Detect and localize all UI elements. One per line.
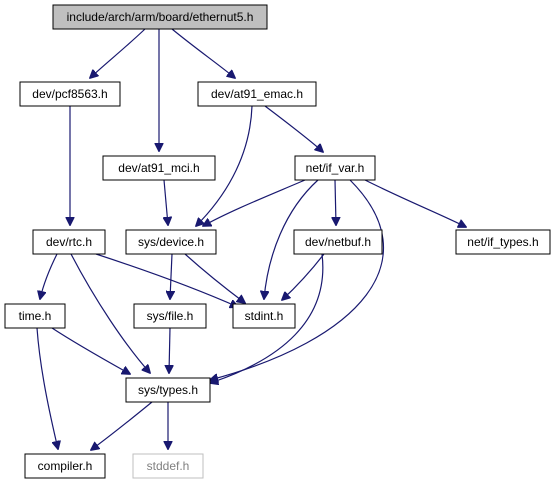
node-label-if_var: net/if_var.h [306, 161, 365, 175]
node-device[interactable]: sys/device.h [125, 229, 217, 255]
node-box-if_var [294, 155, 376, 181]
node-at91_emac[interactable]: dev/at91_emac.h [197, 81, 317, 107]
node-label-compiler: compiler.h [38, 459, 93, 473]
edge-if_var-to-if_types [364, 179, 466, 227]
edge-netbuf-to-types [210, 253, 324, 383]
node-stddef[interactable]: stddef.h [132, 453, 204, 479]
node-box-if_types [455, 229, 551, 255]
node-box-file [133, 303, 207, 329]
node-box-pcf8563 [19, 81, 121, 107]
edge-rtc-to-time [40, 253, 58, 299]
node-box-netbuf [293, 229, 383, 255]
node-label-stdint: stdint.h [245, 309, 284, 323]
node-box-time [4, 303, 66, 329]
node-time[interactable]: time.h [4, 303, 66, 329]
node-label-ethernut5: include/arch/arm/board/ethernut5.h [67, 10, 254, 24]
node-pcf8563[interactable]: dev/pcf8563.h [19, 81, 121, 107]
edge-rtc-to-types [70, 253, 150, 373]
edge-at91_emac-to-if_var [264, 105, 323, 152]
node-box-stddef [132, 453, 204, 479]
node-label-at91_emac: dev/at91_emac.h [211, 87, 303, 101]
node-box-types [125, 377, 211, 403]
edge-at91_mci-to-device [164, 179, 168, 225]
edge-time-to-types [51, 327, 130, 374]
node-label-rtc: dev/rtc.h [46, 235, 92, 249]
edge-file-to-types [169, 327, 170, 373]
node-file[interactable]: sys/file.h [133, 303, 207, 329]
node-label-netbuf: dev/netbuf.h [305, 235, 371, 249]
node-box-device [125, 229, 217, 255]
edge-ethernut5-to-at91_emac [171, 28, 235, 78]
node-rtc[interactable]: dev/rtc.h [32, 229, 106, 255]
edge-at91_emac-to-device [196, 105, 253, 226]
node-stdint[interactable]: stdint.h [232, 303, 296, 329]
edge-ethernut5-to-pcf8563 [90, 28, 146, 78]
node-label-types: sys/types.h [138, 383, 198, 397]
node-label-if_types: net/if_types.h [467, 235, 538, 249]
edge-time-to-compiler [36, 327, 58, 449]
node-if_types[interactable]: net/if_types.h [455, 229, 551, 255]
node-box-ethernut5 [52, 4, 268, 30]
node-label-file: sys/file.h [147, 309, 194, 323]
node-label-stddef: stddef.h [147, 459, 190, 473]
node-netbuf[interactable]: dev/netbuf.h [293, 229, 383, 255]
edge-if_var-to-types [210, 179, 384, 380]
edge-types-to-compiler [91, 401, 153, 450]
node-ethernut5[interactable]: include/arch/arm/board/ethernut5.h [52, 4, 268, 30]
node-box-at91_emac [197, 81, 317, 107]
node-box-at91_mci [102, 155, 216, 181]
node-compiler[interactable]: compiler.h [24, 453, 106, 479]
edge-if_var-to-device [203, 179, 306, 226]
node-if_var[interactable]: net/if_var.h [294, 155, 376, 181]
node-at91_mci[interactable]: dev/at91_mci.h [102, 155, 216, 181]
node-label-time: time.h [19, 309, 52, 323]
edge-device-to-file [170, 253, 172, 299]
node-label-at91_mci: dev/at91_mci.h [118, 161, 199, 175]
node-box-compiler [24, 453, 106, 479]
node-types[interactable]: sys/types.h [125, 377, 211, 403]
edge-device-to-stdint [184, 253, 245, 303]
edge-if_var-to-netbuf [335, 179, 336, 225]
nodes-layer: include/arch/arm/board/ethernut5.h dev/pc… [4, 4, 551, 479]
edges-layer [36, 28, 466, 450]
edge-rtc-to-stdint [95, 253, 238, 307]
node-label-device: sys/device.h [138, 235, 204, 249]
node-box-stdint [232, 303, 296, 329]
node-label-pcf8563: dev/pcf8563.h [32, 87, 107, 101]
edge-if_var-to-stdint [264, 179, 319, 299]
node-box-rtc [32, 229, 106, 255]
edge-netbuf-to-stdint [282, 253, 325, 300]
